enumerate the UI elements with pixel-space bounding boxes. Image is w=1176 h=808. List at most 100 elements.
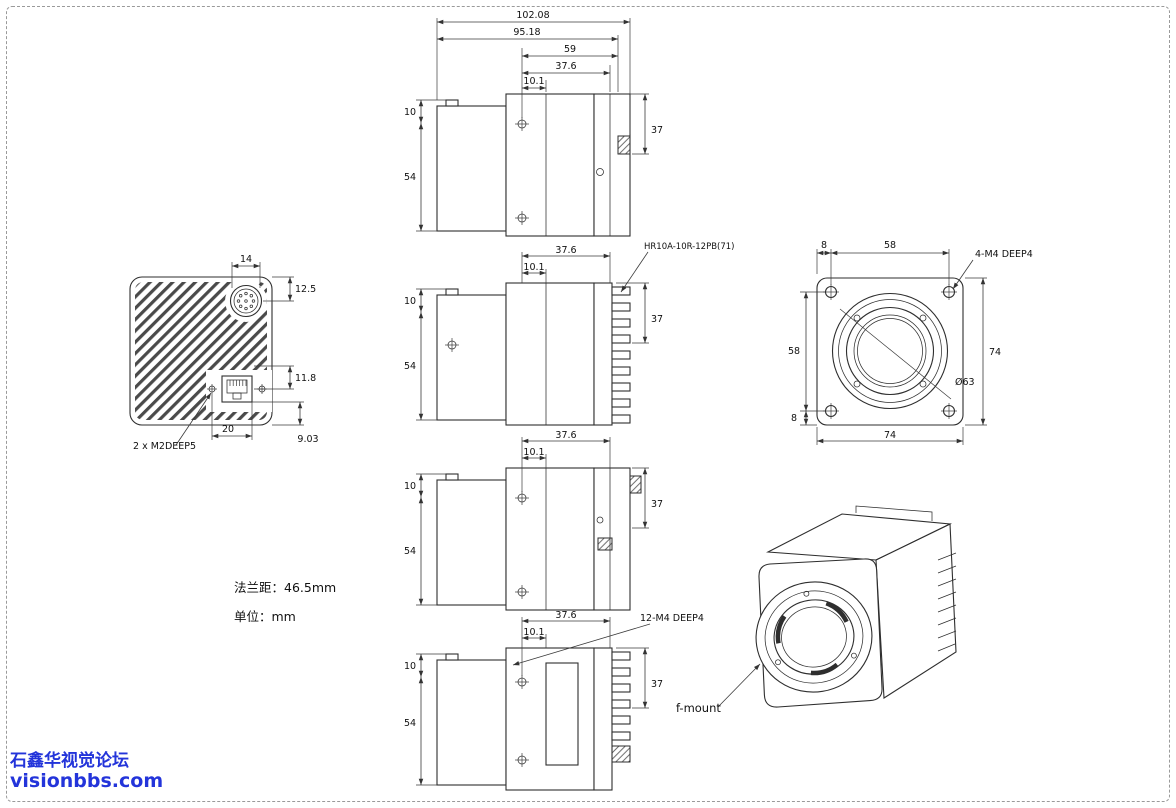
rear-section	[593, 93, 631, 237]
dim-height: 54	[404, 361, 416, 372]
diameter-line	[839, 308, 952, 400]
heatsink-base	[593, 647, 613, 791]
back-view: 14 12.5 11.8 20 9.03 2 x M2DEEP5	[129, 254, 319, 452]
dim-port-width: 20	[222, 424, 234, 435]
dim-port-offset: 11.8	[295, 373, 316, 384]
bottom-connector	[611, 745, 631, 763]
rear-screw-hole	[596, 168, 604, 176]
heatsink-fins-3d	[937, 552, 957, 652]
m4-screw-label: 4-M4 DEEP4	[975, 249, 1033, 260]
dim-screw-spacing-h: 58	[884, 240, 896, 251]
camera-body	[505, 282, 595, 426]
dim-connector-width: 14	[240, 254, 252, 265]
corner-screw	[823, 403, 839, 419]
leader-line	[717, 663, 761, 708]
dim-connector-height: 37	[651, 314, 663, 325]
dim-connector-top-offset: 12.5	[295, 284, 316, 295]
face-connector	[597, 537, 613, 551]
dim-edge-offset-top: 8	[821, 240, 827, 251]
front-screw-hole	[515, 117, 529, 131]
dim-connector-height: 37	[651, 679, 663, 690]
top-step	[855, 505, 933, 521]
watermark-forum-name: 石鑫华视觉论坛	[10, 751, 129, 771]
heatsink-fins	[611, 286, 631, 424]
top-connector	[629, 475, 642, 494]
dim-height: 54	[404, 172, 416, 183]
iso-view: f-mount	[676, 505, 957, 715]
lens-barrel	[436, 479, 507, 606]
camera-body	[505, 93, 595, 237]
leader-line	[952, 259, 974, 290]
front-screw-hole	[515, 491, 529, 505]
leader-line	[175, 392, 212, 446]
fmount-label: f-mount	[676, 701, 721, 715]
barrel-notch	[445, 99, 459, 107]
hirose-connector	[229, 284, 263, 318]
corner-screw	[941, 284, 957, 300]
units-note: 单位：mm	[234, 609, 296, 624]
dim-top-offset: 10	[404, 296, 416, 307]
dim-screw-spacing-v: 58	[788, 346, 800, 357]
heatsink-base	[593, 282, 613, 426]
front-screw-hole	[515, 211, 529, 225]
corner-screw	[941, 403, 957, 419]
dim-front-length: 37.6	[555, 430, 576, 441]
dim-height: 74	[989, 347, 1001, 358]
side-view-connectors: 37.6 10.1 10 54 37	[404, 430, 663, 611]
lens-barrel	[436, 294, 507, 421]
dim-body-length: 95.18	[513, 27, 540, 38]
leader-line	[620, 251, 649, 293]
dim-step: 10.1	[523, 262, 544, 273]
camera-body	[505, 467, 595, 611]
port-clearance	[206, 370, 272, 412]
heatsink-fins	[611, 651, 631, 741]
front-body	[816, 277, 964, 426]
dim-width: 74	[884, 430, 896, 441]
barrel-notch	[445, 653, 459, 661]
barrel-notch	[445, 473, 459, 481]
side-view-mount: 37.6 10.1 10 54 37 12-M4 DEEP4	[404, 610, 704, 791]
dim-total-length: 102.08	[516, 10, 549, 21]
dim-step: 10.1	[523, 627, 544, 638]
front-screw-hole	[515, 675, 529, 689]
dim-top-offset: 10	[404, 107, 416, 118]
front-view: 8 58 4-M4 DEEP4 58 8 74 74 Ø63	[788, 240, 1033, 445]
dim-front-length: 37.6	[555, 61, 576, 72]
lens-mount-3d	[755, 581, 873, 693]
dim-step: 10.1	[523, 76, 544, 87]
lens-barrel	[436, 105, 507, 232]
drawing-notes: 法兰距：46.5mm 单位：mm	[234, 580, 336, 624]
dim-top-offset: 10	[404, 481, 416, 492]
barrel-notch	[445, 288, 459, 296]
dim-front-length: 37.6	[555, 610, 576, 621]
body-right-face	[875, 523, 957, 699]
ethernet-port	[221, 375, 253, 403]
dim-top-offset: 10	[404, 661, 416, 672]
dim-height: 54	[404, 718, 416, 729]
m2-screw-label: 2 x M2DEEP5	[133, 441, 196, 452]
lens-barrel	[436, 659, 507, 786]
side-view-top: 102.08 95.18 59 37.6 10.1 10 54 37	[404, 10, 663, 237]
dim-edge-offset-bottom: 8	[791, 413, 797, 424]
dim-connector-height: 37	[651, 499, 663, 510]
rear-connector	[617, 135, 631, 155]
front-screw-hole	[515, 585, 529, 599]
mount-screw-label: 12-M4 DEEP4	[640, 613, 704, 624]
dim-front-length: 37.6	[555, 245, 576, 256]
side-view-heatsink: 37.6 10.1 10 54 37 HR10A-10R-12PB(71)	[404, 242, 734, 426]
connector-clearance	[225, 280, 267, 322]
rear-screw-hole	[596, 516, 604, 524]
dim-bottom-offset: 9.03	[297, 434, 318, 445]
dim-step: 10.1	[523, 447, 544, 458]
corner-screw	[823, 284, 839, 300]
m2-screw-hole	[207, 384, 217, 394]
lens-mount	[831, 292, 949, 410]
dim-rear-length: 59	[564, 44, 576, 55]
dim-mount-diameter: Ø63	[955, 377, 975, 388]
dim-connector-height: 37	[651, 125, 663, 136]
mount-window	[545, 662, 579, 766]
connector-part-label: HR10A-10R-12PB(71)	[644, 242, 734, 252]
front-screw-hole	[515, 753, 529, 767]
leader-line	[512, 623, 651, 666]
